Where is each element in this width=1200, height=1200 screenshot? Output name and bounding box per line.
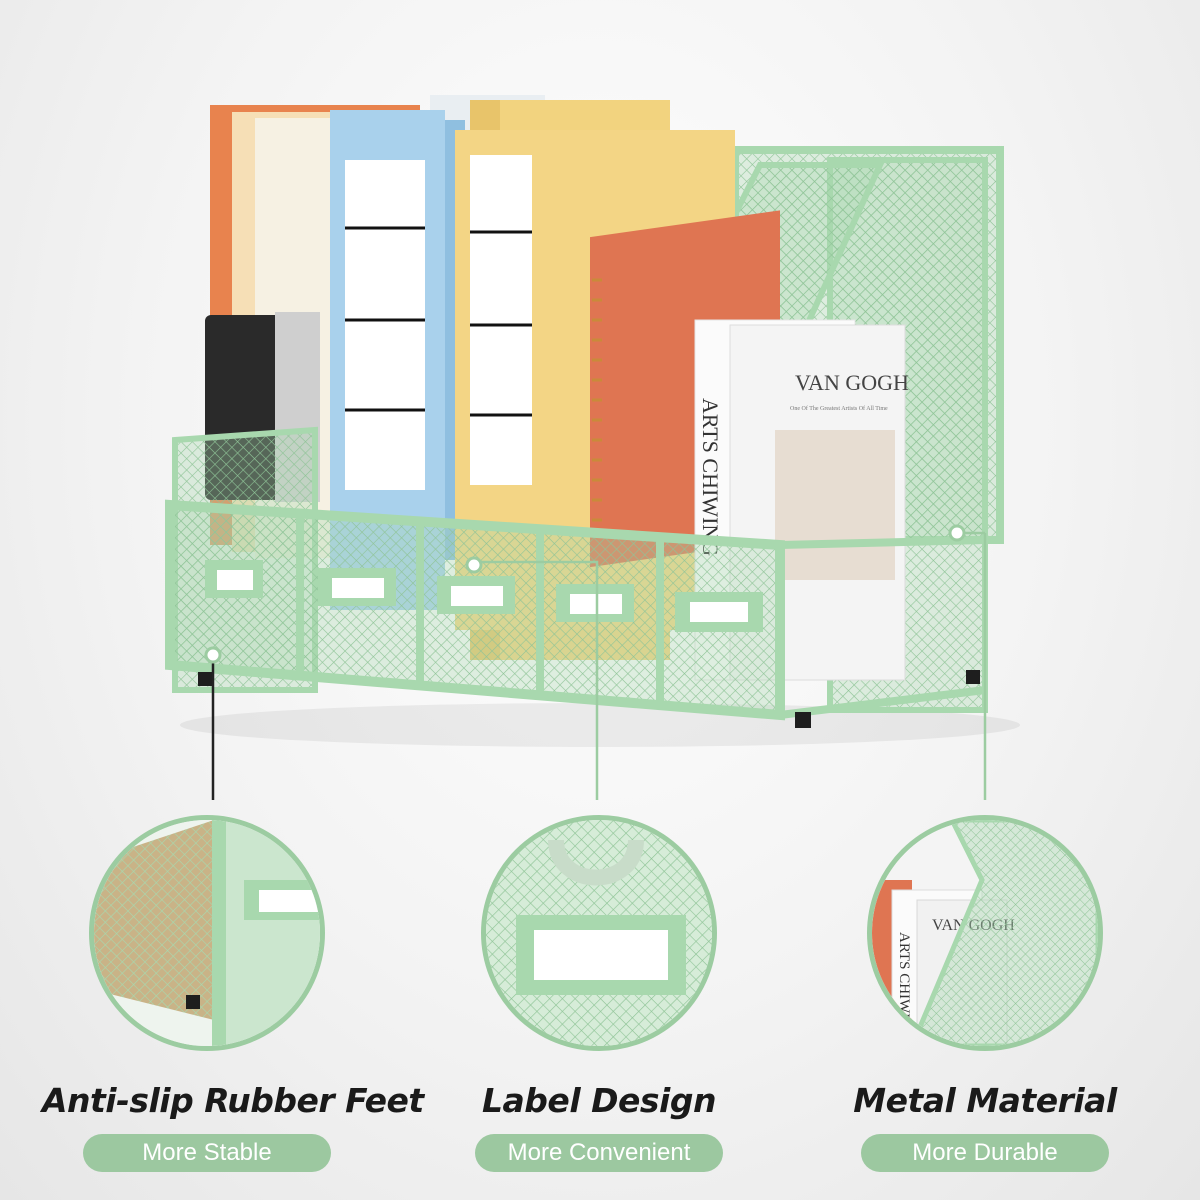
feature-zoom-label (481, 815, 717, 1051)
feature-subtitle-pill: More Durable (861, 1134, 1109, 1172)
feature-title: Label Design (482, 1081, 716, 1120)
callout-lines (204, 524, 987, 800)
label-closeup-image (486, 820, 712, 1046)
book-title: VAN GOGH (795, 370, 909, 395)
feature-metal-material: VAN GOGH ARTS CHIWING Metal Material Mor… (820, 815, 1150, 1172)
rubber-foot-left (198, 672, 212, 686)
book-subtitle: One Of The Greatest Artists Of All Time (790, 405, 888, 412)
feature-title: Anti-slip Rubber Feet (42, 1081, 424, 1120)
feature-subtitle-pill: More Convenient (475, 1134, 723, 1172)
rubber-foot-front (795, 712, 811, 728)
rubber-foot-right (966, 670, 980, 684)
product-illustration: VAN GOGH One Of The Greatest Artists Of … (165, 95, 1020, 800)
feature-zoom-feet (89, 815, 325, 1051)
feet-closeup-image (94, 820, 320, 1046)
metal-closeup-image: VAN GOGH ARTS CHIWING (872, 820, 1098, 1046)
closeup-book-spine: ARTS CHIWING (896, 932, 912, 1040)
feature-label-design: Label Design More Convenient (434, 815, 764, 1172)
feature-anti-slip: Anti-slip Rubber Feet More Stable (42, 815, 424, 1172)
feature-zoom-metal: VAN GOGH ARTS CHIWING (867, 815, 1103, 1051)
book-spine: ARTS CHIWING (698, 398, 723, 556)
feature-title: Metal Material (853, 1081, 1117, 1120)
feature-subtitle-pill: More Stable (83, 1134, 331, 1172)
